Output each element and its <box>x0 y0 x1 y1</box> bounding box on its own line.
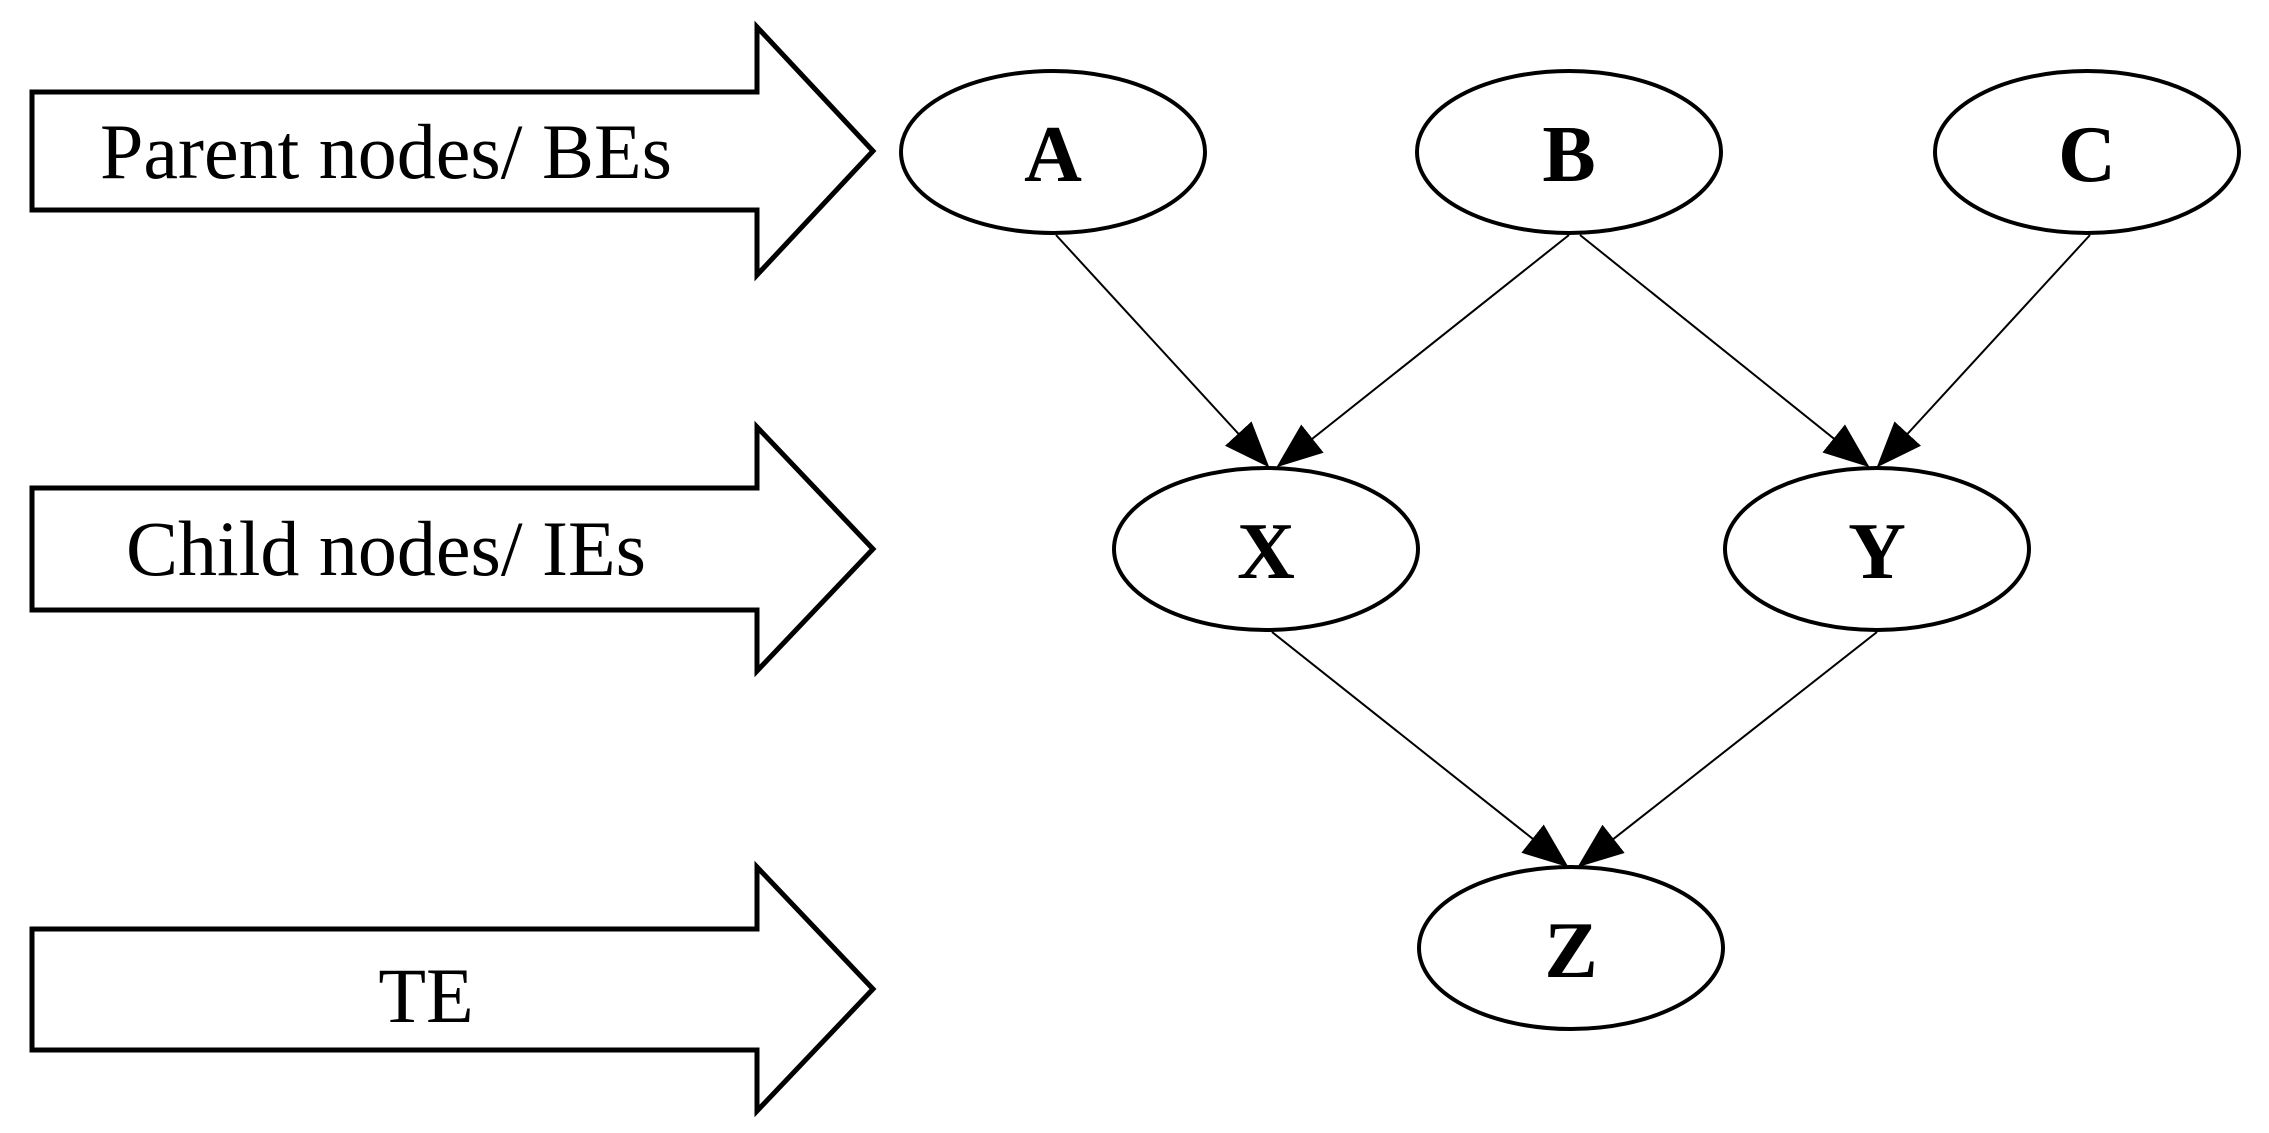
node-label-b: B <box>1542 111 1595 199</box>
node-label-c: C <box>2058 111 2116 199</box>
node-label-z: Z <box>1544 907 1597 995</box>
level-arrow-parent: Parent nodes/ BEs <box>29 20 877 282</box>
edge-c-to-y <box>1876 234 2091 468</box>
node-label-y: Y <box>1848 508 1906 596</box>
level-arrow-top: TE <box>29 860 877 1118</box>
node-b: B <box>1415 69 1723 235</box>
level-label-top: TE <box>378 952 473 1039</box>
node-c: C <box>1933 69 2241 235</box>
edge-a-to-x <box>1055 234 1270 468</box>
level-label-child: Child nodes/ IEs <box>126 505 646 592</box>
edge-b-to-x <box>1276 234 1570 468</box>
node-label-x: X <box>1237 508 1295 596</box>
node-x: X <box>1112 466 1420 632</box>
node-label-a: A <box>1024 111 1082 199</box>
edge-x-to-z <box>1271 631 1569 868</box>
level-arrow-child: Child nodes/ IEs <box>29 420 877 678</box>
node-a: A <box>899 69 1207 235</box>
node-y: Y <box>1723 466 2031 632</box>
node-z: Z <box>1417 865 1725 1031</box>
edges <box>1055 234 2091 868</box>
edge-b-to-y <box>1579 234 1870 468</box>
edge-y-to-z <box>1577 631 1878 868</box>
level-label-parent: Parent nodes/ BEs <box>100 108 672 195</box>
